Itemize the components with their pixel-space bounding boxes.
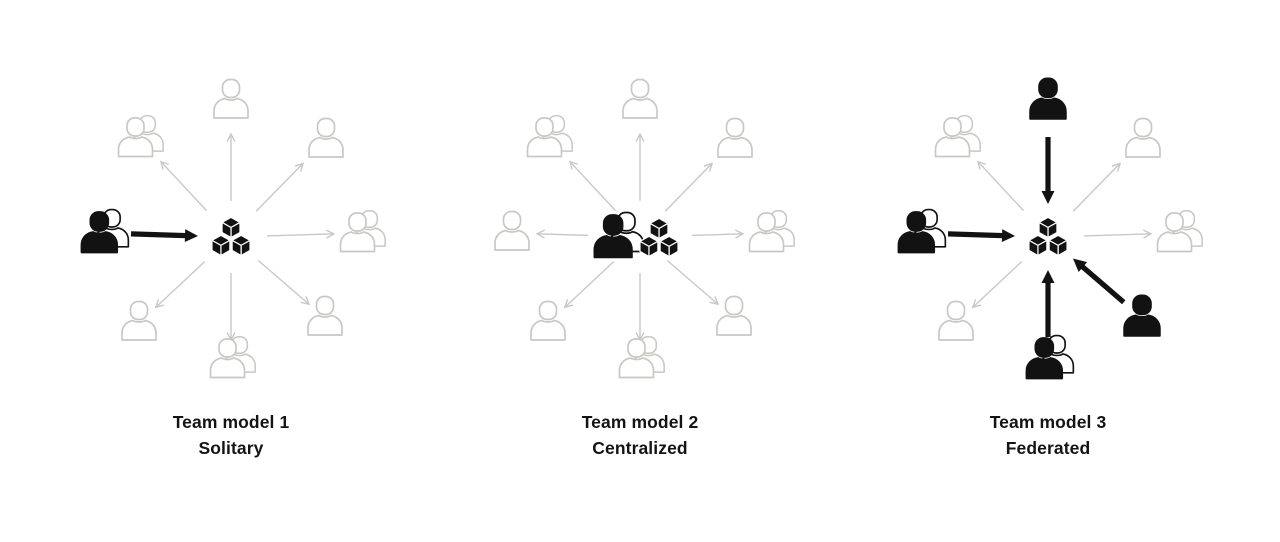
cubes-icon: [1028, 216, 1068, 257]
people-icon: [748, 209, 795, 253]
people-icon: [117, 114, 164, 158]
arrow-in-bold: [1041, 137, 1055, 204]
cubes-icon: [211, 216, 251, 257]
panel-subtitle: Solitary: [198, 438, 264, 458]
person-icon: [938, 300, 974, 341]
panel-label: Team model 1 Solitary: [81, 409, 381, 461]
people-icon: [618, 335, 665, 379]
cubes-icon: [639, 217, 679, 258]
people-icon: [934, 114, 981, 158]
person-icon: [1125, 117, 1161, 158]
panel-title: Team model 1: [172, 412, 290, 432]
people-icon: [209, 335, 256, 379]
arrow-out-thin: [266, 229, 336, 239]
arrow-out-thin: [971, 261, 1023, 309]
people-icon: [1156, 209, 1203, 253]
team-diagram-federated: [897, 77, 1203, 380]
person-icon: [121, 300, 157, 341]
arrow-in-bold: [130, 229, 199, 243]
team-diagram-solitary: [80, 78, 386, 379]
arrow-out-thin: [255, 162, 305, 212]
arrow-out-thin: [563, 261, 615, 309]
person-icon: [213, 78, 249, 119]
person-icon: [1029, 77, 1067, 120]
people-icon: [897, 208, 947, 254]
people-icon: [80, 208, 130, 254]
arrow-in-bold: [947, 229, 1016, 243]
arrow-out-thin: [1072, 162, 1122, 212]
arrow-out-thin: [1083, 229, 1153, 239]
people-icon: [1025, 334, 1075, 380]
person-icon: [622, 78, 658, 119]
arrow-out-thin: [666, 259, 720, 306]
arrow-in-bold: [1041, 270, 1055, 337]
person-icon: [716, 295, 752, 336]
arrow-out-thin: [664, 162, 714, 212]
people-icon: [339, 209, 386, 253]
panel-title: Team model 3: [989, 412, 1107, 432]
arrow-out-thin: [535, 229, 589, 239]
people-icon: [526, 114, 573, 158]
person-icon: [717, 117, 753, 158]
person-icon: [530, 300, 566, 341]
panel-subtitle: Centralized: [592, 438, 688, 458]
panel-label: Team model 3 Federated: [898, 409, 1198, 461]
panel-label: Team model 2 Centralized: [490, 409, 790, 461]
arrow-out-thin: [226, 132, 236, 201]
panel-team-model-1: Team model 1 Solitary: [31, 0, 431, 542]
arrow-out-thin: [257, 259, 311, 306]
people-icon: [593, 211, 645, 259]
arrow-out-thin: [691, 229, 745, 239]
team-diagram-centralized: [494, 78, 795, 379]
panel-team-model-2: Team model 2 Centralized: [440, 0, 840, 542]
arrow-out-thin: [568, 160, 617, 212]
person-icon: [1123, 294, 1161, 337]
arrow-in-bold: [1072, 258, 1126, 305]
arrow-out-thin: [976, 160, 1025, 212]
arrow-out-thin: [159, 160, 208, 212]
panel-team-model-3: Team model 3 Federated: [848, 0, 1248, 542]
arrow-out-thin: [635, 132, 645, 201]
arrow-out-thin: [635, 273, 645, 342]
person-icon: [307, 295, 343, 336]
person-icon: [494, 210, 530, 251]
panel-subtitle: Federated: [1005, 438, 1091, 458]
arrow-out-thin: [154, 261, 206, 309]
person-icon: [308, 117, 344, 158]
panel-title: Team model 2: [581, 412, 699, 432]
arrow-out-thin: [226, 273, 236, 342]
